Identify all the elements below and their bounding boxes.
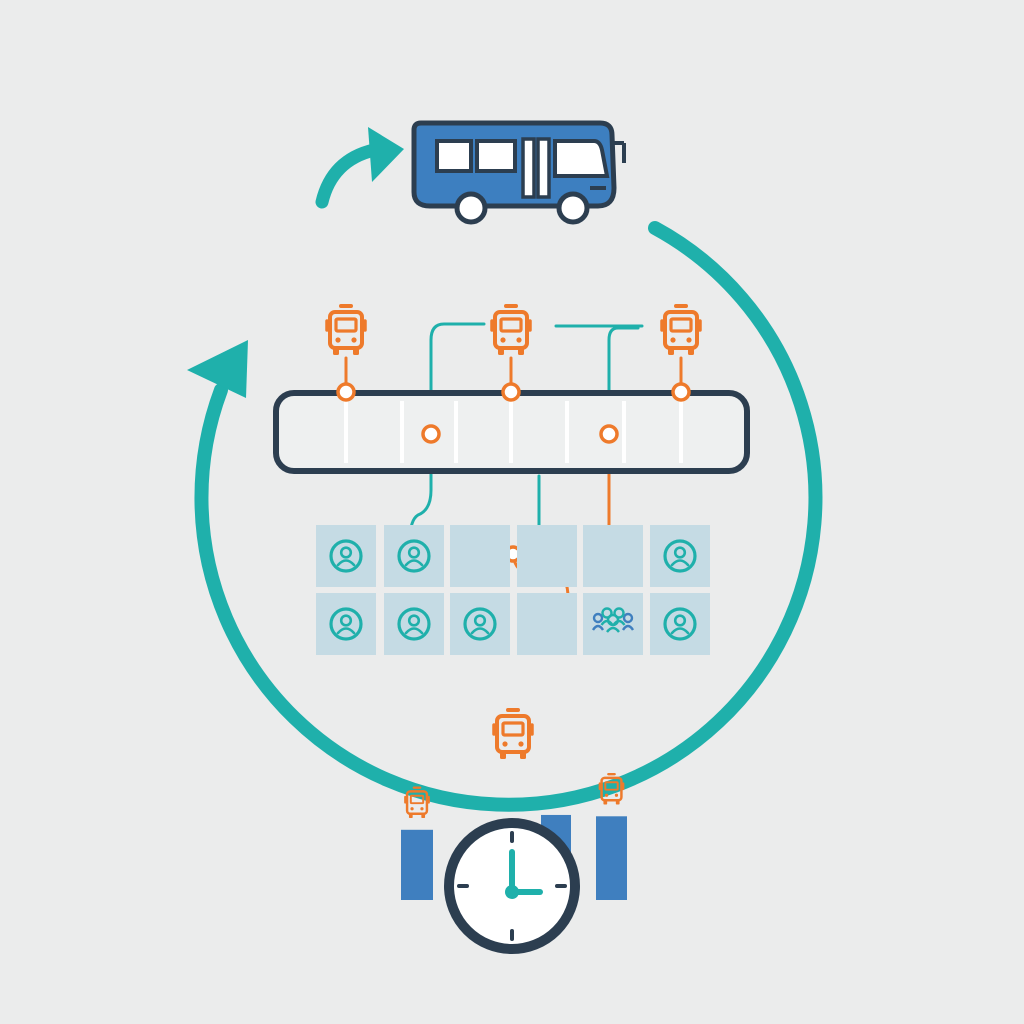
cycle-arrow <box>187 221 823 812</box>
group-icon <box>591 607 635 633</box>
grid-cell <box>450 593 510 655</box>
passenger-grid <box>316 525 710 655</box>
grid-cell <box>316 593 376 655</box>
route-stop-bar <box>273 390 750 474</box>
bar-1 <box>401 786 433 900</box>
curved-arrow-icon <box>315 127 404 209</box>
bus-front-icon <box>492 708 534 761</box>
bus-front-icon <box>660 304 702 357</box>
route-stop-buses <box>325 304 702 357</box>
grid-cell <box>384 525 444 587</box>
grid-cell <box>384 593 444 655</box>
grid-cell <box>650 525 710 587</box>
clock-icon <box>444 818 580 954</box>
stop-node <box>671 382 691 402</box>
bus-front-icon <box>325 304 367 357</box>
grid-cell <box>316 525 376 587</box>
grid-cell <box>650 593 710 655</box>
stop-node <box>336 382 356 402</box>
route-nodes <box>336 382 691 563</box>
grid-cell <box>517 593 577 655</box>
grid-cell <box>583 593 643 655</box>
grid-cell <box>583 525 643 587</box>
grid-cell <box>517 525 577 587</box>
bus-front-icon <box>403 786 431 820</box>
grid-cell <box>450 525 510 587</box>
stop-node <box>501 382 521 402</box>
stop-node <box>599 424 619 444</box>
bus-front-icon <box>490 304 532 357</box>
bar-4 <box>596 772 627 900</box>
stop-node <box>421 424 441 444</box>
city-bus-icon <box>411 120 626 225</box>
